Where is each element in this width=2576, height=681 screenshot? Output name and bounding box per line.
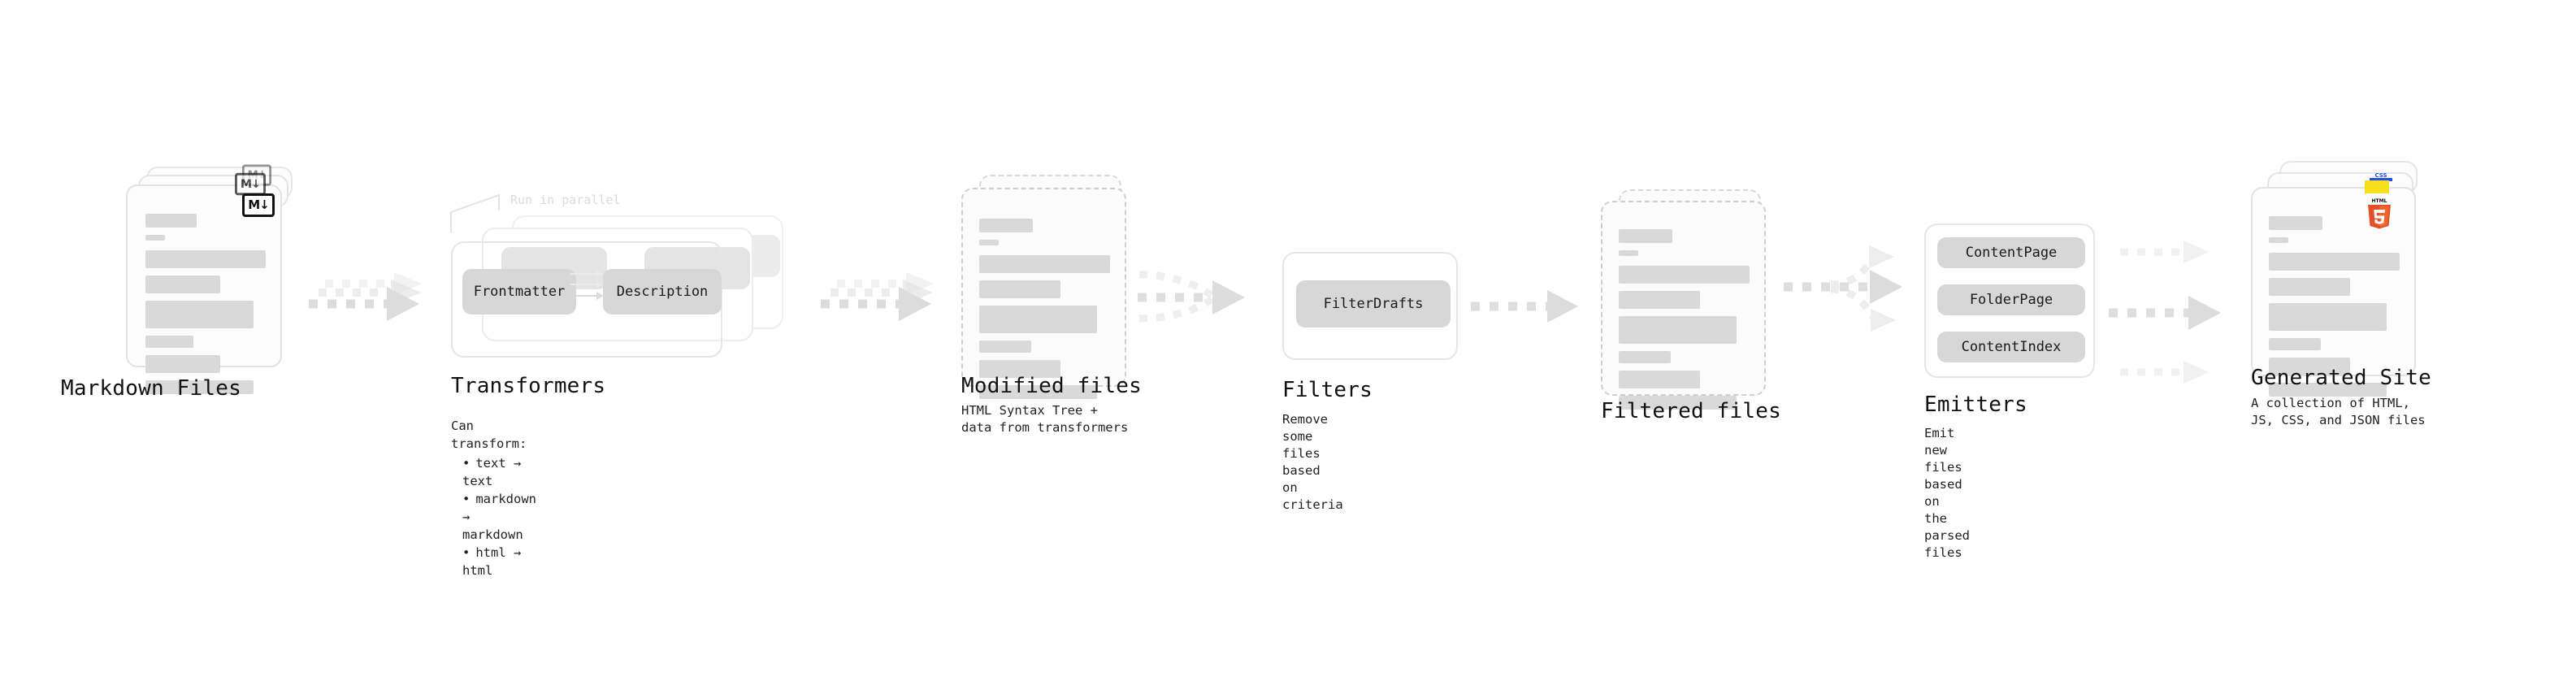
content-bar	[1619, 351, 1672, 363]
arrow-layer-front	[309, 287, 419, 321]
content-bar	[1619, 291, 1700, 309]
stage-title: Generated Site	[2251, 366, 2431, 390]
bullets-header: Can transform:	[451, 419, 527, 451]
content-bar	[979, 219, 1033, 232]
connector-filters-to-filtered	[1471, 288, 1593, 337]
content-bar	[979, 240, 999, 245]
stage-title: Filtered files	[1601, 399, 1781, 423]
html5-icon: HTML	[2366, 197, 2393, 229]
content-bar	[2269, 338, 2322, 350]
content-bar	[2269, 216, 2322, 230]
transformer-pill-frontmatter[interactable]: Frontmatter	[462, 269, 576, 314]
stage-markdown-files: M↓ M↓ M↓ Markdown Files	[61, 164, 297, 401]
content-bar	[1619, 396, 1737, 410]
markdown-card-front	[126, 184, 282, 394]
stage-filtered-files: Filtered files	[1601, 189, 1781, 423]
modified-content-lines	[979, 219, 1110, 406]
content-bar	[145, 380, 254, 394]
svg-text:HTML: HTML	[2372, 198, 2387, 204]
modified-file-stack	[961, 175, 1136, 399]
stage-subtitle: HTML Syntax Tree + data from transformer…	[961, 403, 1129, 435]
content-bar	[979, 306, 1097, 333]
content-bar	[2269, 278, 2350, 296]
connector-md-to-transformers	[309, 272, 439, 337]
content-bar	[1619, 229, 1672, 243]
arrow-top	[2120, 241, 2210, 263]
content-bar	[145, 214, 197, 228]
stage-title: Filters	[1282, 378, 1373, 402]
generated-content-lines	[2269, 216, 2400, 404]
parallel-bracket-icon	[450, 193, 500, 233]
emitter-pill-folderpage[interactable]: FolderPage	[1937, 284, 2085, 315]
filtered-file-stack	[1601, 189, 1776, 410]
transformer-pill-description[interactable]: Description	[603, 269, 722, 314]
content-bar	[145, 275, 220, 293]
filtered-content-lines	[1619, 229, 1750, 417]
content-bar	[979, 255, 1110, 273]
stage-subtitle: A collection of HTML, JS, CSS, and JSON …	[2251, 396, 2426, 427]
content-bar	[2269, 358, 2350, 375]
content-bar	[2269, 253, 2400, 271]
content-bar	[145, 250, 266, 268]
bullet-item: html → html	[462, 544, 536, 579]
emitters-group-box: ContentPage FolderPage ContentIndex	[1924, 223, 2095, 378]
markdown-icon: M↓	[235, 172, 266, 196]
arrow-layer-front	[821, 287, 931, 321]
content-bar	[1619, 371, 1700, 388]
content-bar	[145, 235, 165, 241]
stage-title: Emitters	[1924, 393, 2027, 417]
bullet-item: text → text	[462, 454, 536, 490]
content-bar	[2269, 303, 2387, 331]
stage-subtitle: Emit new files based on the parsed files	[1924, 426, 1970, 560]
content-bar	[979, 360, 1060, 378]
content-bar	[145, 355, 220, 373]
stage-generated-site: CSS HTML Generated Site A collection of …	[2251, 161, 2431, 427]
content-bar	[979, 280, 1060, 298]
stage-title: Transformers	[451, 374, 606, 398]
stage-subtitle: Remove some files based on criteria	[1282, 412, 1343, 512]
content-bar	[979, 385, 1097, 399]
stage-title: Markdown Files	[61, 376, 241, 401]
connector-emitters-to-site	[2109, 234, 2259, 384]
markdown-icon: M↓	[242, 193, 275, 217]
markdown-file-stack: M↓ M↓ M↓	[126, 164, 297, 394]
stage-title: Modified files	[961, 374, 1142, 398]
content-bar	[1619, 316, 1737, 344]
content-bar	[1619, 266, 1750, 284]
connector-filtered-to-emitters	[1784, 242, 1926, 388]
filter-pill-filterdrafts[interactable]: FilterDrafts	[1296, 280, 1451, 327]
stage-modified-files: Modified files HTML Syntax Tree + data f…	[961, 175, 1142, 435]
content-bar	[2269, 237, 2288, 243]
transformer-group-front: Frontmatter Description	[451, 241, 722, 358]
emitter-pill-contentindex[interactable]: ContentIndex	[1937, 332, 2085, 362]
bullet-item: markdown → markdown	[462, 490, 536, 544]
content-bar	[1619, 250, 1638, 256]
modified-card-front	[961, 188, 1126, 399]
filtered-card-front	[1601, 201, 1766, 410]
content-bar	[979, 340, 1032, 353]
transformer-inner-arrows-icon	[570, 271, 604, 300]
generated-file-stack: CSS HTML	[2251, 161, 2426, 397]
arrow-bottom	[2120, 361, 2210, 384]
content-bar	[145, 336, 194, 348]
markdown-content-lines	[145, 214, 266, 401]
content-bar	[2269, 383, 2387, 397]
js-icon	[2365, 180, 2389, 193]
content-bar	[145, 301, 254, 328]
connector-modified-to-filters	[1138, 268, 1264, 333]
parallel-note: Run in parallel	[510, 193, 621, 207]
css-icon: CSS	[2370, 168, 2392, 181]
transformers-capabilities: Can transform: text → text markdown → ma…	[451, 417, 536, 579]
arrow-middle	[2109, 296, 2221, 330]
filters-group-box: FilterDrafts	[1282, 252, 1458, 360]
connector-transformers-to-modified	[821, 272, 951, 337]
emitter-pill-contentpage[interactable]: ContentPage	[1937, 237, 2085, 268]
